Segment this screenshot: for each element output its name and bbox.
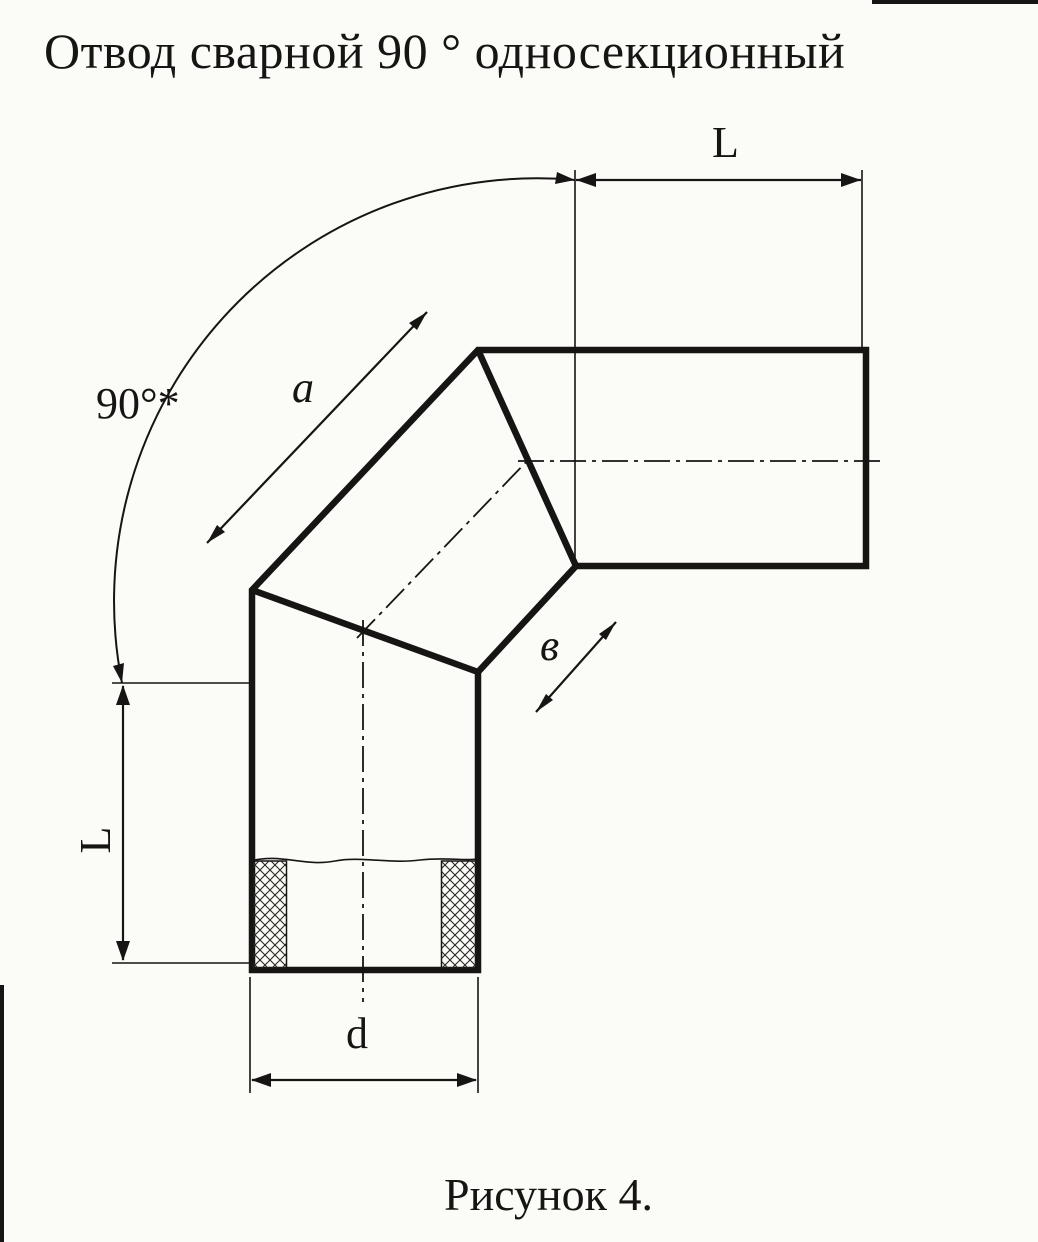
arrowhead-right [841, 173, 861, 187]
dim-label-a: a [292, 363, 314, 412]
dimension-v: в [535, 621, 617, 713]
dim-label-left-length: L [71, 827, 120, 854]
dimension-a: a [206, 311, 428, 544]
weld-joint-upper [475, 348, 579, 568]
arrowhead-bottom [116, 941, 130, 961]
arrowhead-upper [409, 312, 427, 330]
wall-section-hatch-right [440, 860, 478, 970]
arrowhead-top [116, 685, 130, 705]
wall-section-hatch-left [251, 860, 288, 970]
arrowhead-lower [207, 525, 225, 543]
dimension-line [206, 311, 428, 544]
arrowhead-left [576, 173, 596, 187]
dimension-top-length: L [574, 118, 863, 566]
arrowhead-right [457, 1073, 477, 1087]
angle-label: 90°* [96, 379, 180, 428]
break-line [250, 857, 478, 864]
arrowhead-upper [599, 622, 616, 640]
weld-joint-lower [250, 586, 480, 676]
figure-caption: Рисунок 4. [444, 1169, 653, 1220]
arrowhead-lower [536, 694, 553, 712]
dimension-d: d [249, 977, 479, 1093]
arrowhead-left [251, 1073, 271, 1087]
elbow-outer-outline [248, 346, 870, 974]
angle-annotation: 90°* [96, 172, 576, 684]
centerline-diagonal [356, 458, 530, 639]
pipe-body [248, 346, 882, 1002]
dim-label-v: в [540, 621, 559, 670]
dim-label-d: d [346, 1009, 368, 1058]
page-title: Отвод сварной 90 ° односекционный [44, 23, 846, 79]
arc-arrowhead-top [555, 172, 575, 184]
angle-arc [113, 177, 576, 684]
dimension-left-length: L [71, 682, 250, 964]
dim-label-top-length: L [712, 118, 739, 167]
scan-artifact-left-bottom [0, 985, 4, 1242]
arc-arrowhead-bottom [113, 663, 124, 683]
scan-artifact-top-right [872, 0, 1038, 4]
